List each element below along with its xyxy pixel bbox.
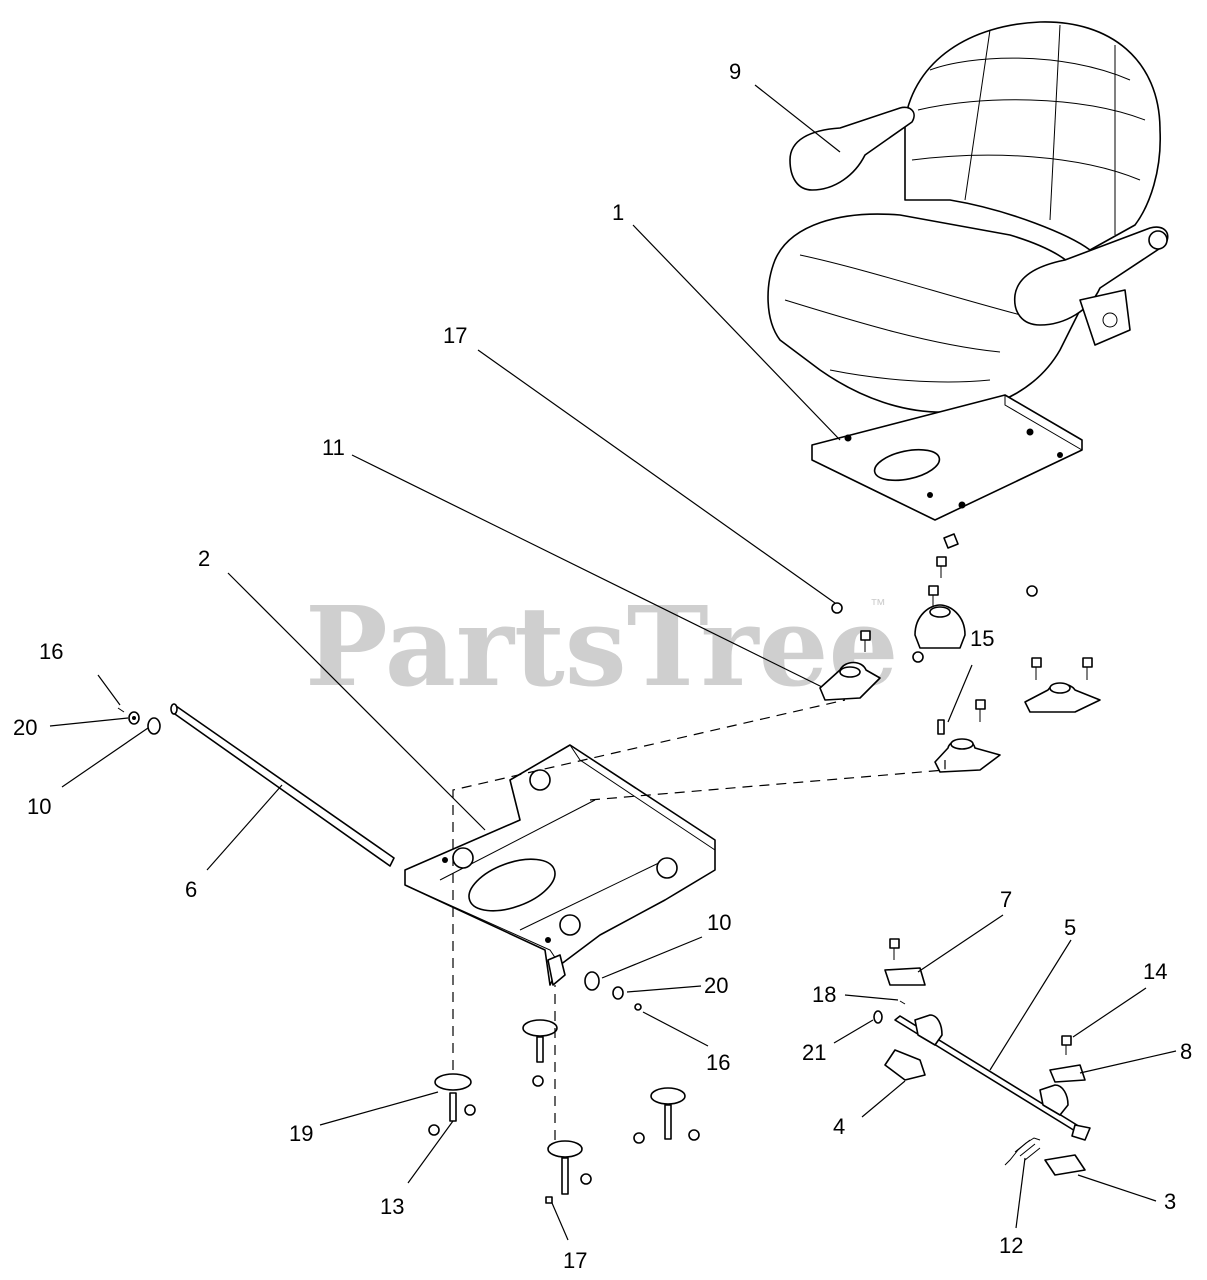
seat (767, 21, 1169, 413)
assembly-lines (452, 699, 946, 1140)
watermark-text: PartsTree (305, 582, 899, 711)
callout-10-left: 10 (27, 794, 51, 819)
callout-17-bottom: 17 (563, 1248, 587, 1273)
callout-5: 5 (1064, 915, 1076, 940)
callout-16-right: 16 (706, 1050, 730, 1075)
seat-mounting-plate (811, 394, 1083, 521)
seat-frame (404, 744, 716, 986)
watermark-trademark: ™ (870, 597, 886, 614)
callout-19: 19 (289, 1121, 313, 1146)
seat-rod (170, 703, 395, 867)
callout-9: 9 (729, 59, 741, 84)
callout-20-right: 20 (704, 973, 728, 998)
rod-hardware-left (117, 707, 161, 735)
watermark: PartsTree ™ (305, 582, 899, 711)
callout-14: 14 (1143, 959, 1167, 984)
callout-4: 4 (833, 1114, 845, 1139)
callout-10-right: 10 (707, 910, 731, 935)
callout-11: 11 (322, 435, 345, 460)
callout-2: 2 (198, 546, 210, 571)
callout-3: 3 (1164, 1189, 1176, 1214)
callout-8: 8 (1180, 1039, 1192, 1064)
rod-hardware-right (584, 971, 642, 1011)
callout-20-left: 20 (13, 715, 37, 740)
callouts: 9 1 17 11 2 15 16 20 10 6 7 5 10 20 14 1… (13, 59, 1192, 1273)
isolator-mounts (819, 604, 1101, 773)
callout-1: 1 (612, 200, 624, 225)
callout-6: 6 (185, 877, 197, 902)
isolator-hardware (831, 533, 1093, 735)
callout-21: 21 (802, 1040, 826, 1065)
callout-17-top: 17 (443, 323, 467, 348)
seat-switch-linkage (873, 938, 1091, 1176)
callout-16-left: 16 (39, 639, 63, 664)
callout-18: 18 (812, 982, 836, 1007)
callout-12: 12 (999, 1233, 1023, 1258)
callout-15: 15 (970, 626, 994, 651)
leader-lines (49, 84, 1177, 1241)
callout-7: 7 (1000, 887, 1012, 912)
callout-13: 13 (380, 1194, 404, 1219)
lower-mount-hardware (428, 1019, 700, 1204)
